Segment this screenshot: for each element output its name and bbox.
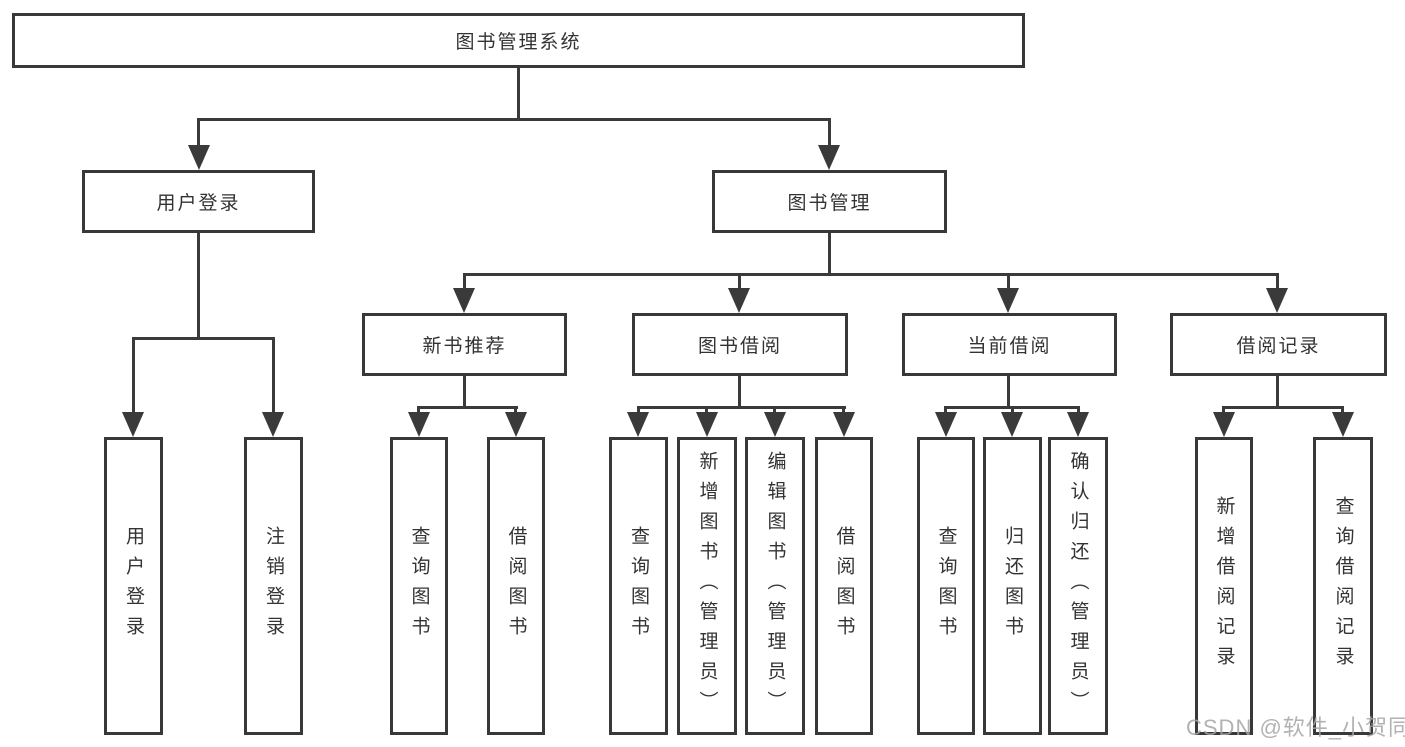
- connector-stem-current-borrow: [1007, 273, 1010, 289]
- arrow-down-new-book-recommend: [453, 288, 475, 313]
- connector-root-trunk: [517, 68, 520, 118]
- arrow-down-bb-edit: [764, 412, 786, 437]
- leaf-cb-query-books: 查询图书: [917, 437, 975, 735]
- leaf-bb-query-books: 查询图书: [609, 437, 668, 735]
- node-borrow-records: 借阅记录: [1170, 313, 1387, 376]
- node-root-label: 图书管理系统: [455, 32, 582, 53]
- leaf-br-query-record-label: 查询借阅记录: [1332, 496, 1354, 676]
- leaf-bb-add-books-admin-label: 新增图书（管理员）: [696, 451, 718, 721]
- leaf-br-query-record: 查询借阅记录: [1313, 437, 1373, 735]
- connector-level3-bus: [463, 273, 1279, 276]
- leaf-br-add-record-label: 新增借阅记录: [1213, 496, 1235, 676]
- arrow-down-bb-add: [696, 412, 718, 437]
- arrow-down-nb-borrow: [505, 412, 527, 437]
- leaf-br-add-record: 新增借阅记录: [1195, 437, 1253, 735]
- connector-stem-new-book-recommend: [463, 273, 466, 289]
- connector-book-management-trunk: [828, 233, 831, 273]
- leaf-cb-return-books-label: 归还图书: [1002, 526, 1023, 646]
- connector-stem-cb-query: [944, 406, 947, 414]
- arrow-down-leaf-logout: [262, 412, 284, 437]
- connector-book-borrow-trunk: [738, 376, 741, 406]
- connector-book-borrow-leaves-bus: [637, 406, 846, 409]
- connector-stem-borrow-records: [1276, 273, 1279, 289]
- connector-stem-br-query: [1341, 406, 1344, 414]
- connector-stem-book-borrow: [738, 273, 741, 289]
- node-new-book-recommend-label: 新书推荐: [422, 336, 507, 357]
- arrow-down-br-add: [1213, 412, 1235, 437]
- node-book-management-label: 图书管理: [787, 193, 872, 214]
- arrow-down-leaf-user-login: [122, 412, 144, 437]
- node-current-borrow-label: 当前借阅: [967, 336, 1052, 357]
- connector-stem-br-add: [1222, 406, 1225, 414]
- leaf-user-login-label: 用户登录: [123, 526, 144, 646]
- node-borrow-records-label: 借阅记录: [1236, 336, 1321, 357]
- leaf-user-login: 用户登录: [104, 437, 163, 735]
- connector-stem-book-management: [828, 118, 831, 146]
- connector-stem-bb-edit: [773, 406, 776, 414]
- connector-stem-cb-confirm: [1077, 406, 1080, 414]
- connector-new-book-trunk: [463, 376, 466, 406]
- node-book-borrow-label: 图书借阅: [697, 336, 782, 357]
- connector-borrow-records-leaves-bus: [1222, 406, 1343, 409]
- leaf-logout: 注销登录: [244, 437, 303, 735]
- connector-stem-leaf-logout: [272, 337, 275, 413]
- connector-stem-leaf-user-login: [132, 337, 135, 413]
- arrow-down-br-query: [1332, 412, 1354, 437]
- leaf-nb-query-books: 查询图书: [390, 437, 448, 735]
- arrow-down-bb-borrow: [833, 412, 855, 437]
- arrow-down-current-borrow: [997, 288, 1019, 313]
- leaf-bb-edit-books-admin: 编辑图书（管理员）: [745, 437, 805, 735]
- connector-current-borrow-trunk: [1007, 376, 1010, 406]
- node-root: 图书管理系统: [12, 13, 1025, 68]
- connector-user-leaves-bus: [132, 337, 274, 340]
- leaf-cb-confirm-return-admin: 确认归还（管理员）: [1048, 437, 1108, 735]
- node-book-management: 图书管理: [712, 170, 947, 233]
- arrow-down-cb-query: [935, 412, 957, 437]
- arrow-down-book-borrow: [728, 288, 750, 313]
- leaf-logout-label: 注销登录: [263, 526, 284, 646]
- arrow-down-user-login: [188, 145, 210, 170]
- connector-level2-bus: [197, 118, 831, 121]
- leaf-bb-borrow-books-label: 借阅图书: [833, 526, 855, 646]
- connector-borrow-records-trunk: [1276, 376, 1279, 406]
- arrow-down-bb-query: [627, 412, 649, 437]
- connector-stem-nb-query: [417, 406, 420, 414]
- connector-stem-nb-borrow: [514, 406, 517, 414]
- leaf-nb-borrow-books: 借阅图书: [487, 437, 545, 735]
- leaf-nb-query-books-label: 查询图书: [408, 526, 430, 646]
- connector-stem-bb-query: [637, 406, 640, 414]
- connector-new-book-leaves-bus: [417, 406, 518, 409]
- arrow-down-nb-query: [408, 412, 430, 437]
- arrow-down-borrow-records: [1266, 288, 1288, 313]
- node-book-borrow: 图书借阅: [632, 313, 848, 376]
- connector-stem-bb-borrow: [842, 406, 845, 414]
- node-current-borrow: 当前借阅: [902, 313, 1117, 376]
- node-new-book-recommend: 新书推荐: [362, 313, 567, 376]
- connector-stem-bb-add: [705, 406, 708, 414]
- leaf-bb-query-books-label: 查询图书: [628, 526, 649, 646]
- leaf-cb-query-books-label: 查询图书: [935, 526, 957, 646]
- leaf-cb-return-books: 归还图书: [983, 437, 1042, 735]
- leaf-cb-confirm-return-admin-label: 确认归还（管理员）: [1067, 451, 1089, 721]
- node-user-login-label: 用户登录: [156, 193, 241, 214]
- connector-stem-cb-return: [1011, 406, 1014, 414]
- connector-stem-user-login: [197, 118, 200, 146]
- csdn-watermark: CSDN @软件_小贺同学: [1186, 715, 1405, 740]
- leaf-nb-borrow-books-label: 借阅图书: [505, 526, 527, 646]
- arrow-down-cb-return: [1001, 412, 1023, 437]
- connector-user-login-trunk: [197, 233, 200, 337]
- leaf-bb-edit-books-admin-label: 编辑图书（管理员）: [764, 451, 786, 721]
- arrow-down-book-management: [818, 145, 840, 170]
- leaf-bb-add-books-admin: 新增图书（管理员）: [677, 437, 737, 735]
- arrow-down-cb-confirm: [1067, 412, 1089, 437]
- leaf-bb-borrow-books: 借阅图书: [815, 437, 873, 735]
- node-user-login: 用户登录: [82, 170, 315, 233]
